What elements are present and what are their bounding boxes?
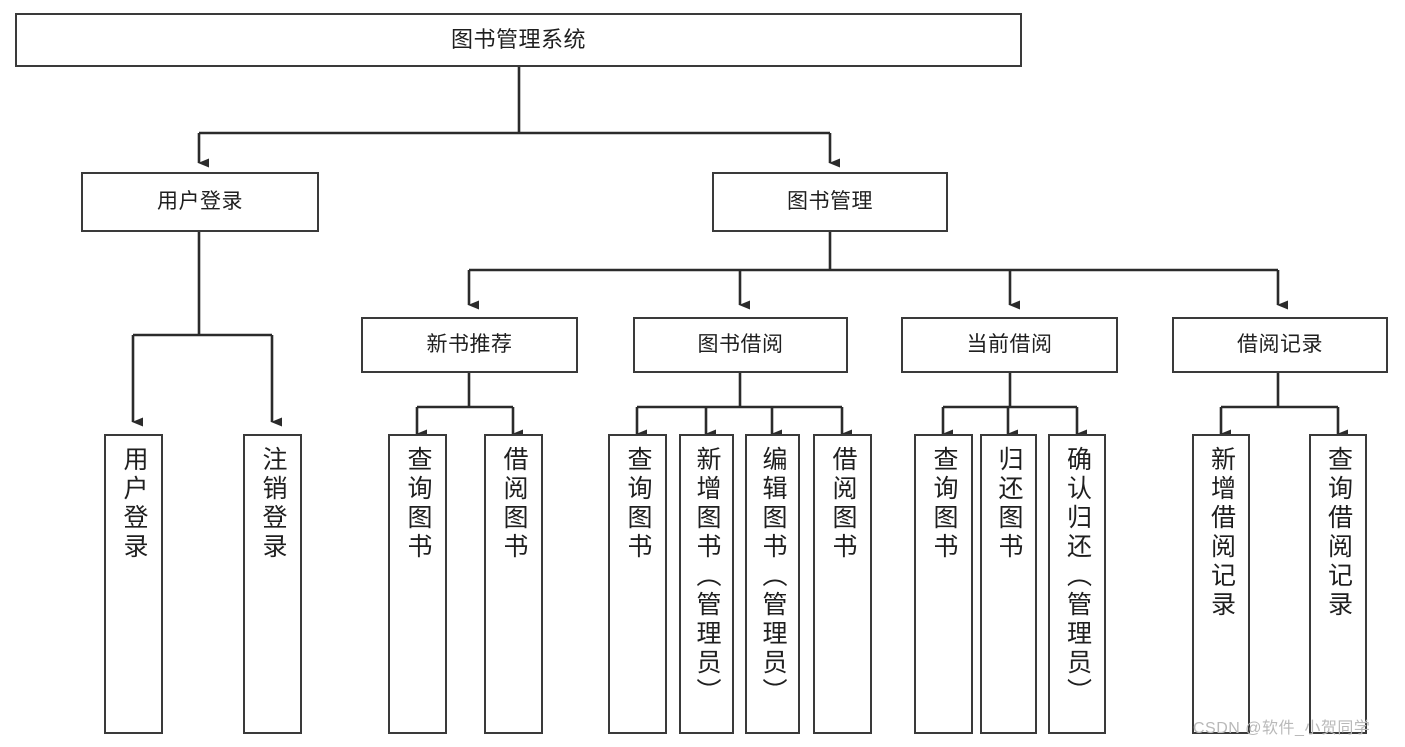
- node-label: 查询借阅记录: [1324, 446, 1353, 620]
- leaf-query-borrow-record[interactable]: 查询借阅记录: [1309, 434, 1367, 734]
- leaf-edit-book-admin[interactable]: 编辑图书（管理员）: [745, 434, 800, 734]
- node-label: 编辑图书（管理员）: [759, 446, 787, 707]
- node-label: 新书推荐: [426, 332, 513, 356]
- node-book-management[interactable]: 图书管理: [712, 172, 948, 232]
- leaf-logout-login[interactable]: 注销登录: [243, 434, 302, 734]
- leaf-add-book-admin[interactable]: 新增图书（管理员）: [679, 434, 734, 734]
- node-label: 查询图书: [930, 446, 958, 562]
- node-label: 归还图书: [995, 446, 1023, 562]
- node-label: 当前借阅: [966, 332, 1053, 356]
- leaf-borrow-book[interactable]: 借阅图书: [813, 434, 872, 734]
- leaf-user-login[interactable]: 用户登录: [104, 434, 163, 734]
- node-label: 用户登录: [120, 446, 148, 562]
- node-root-system[interactable]: 图书管理系统: [15, 13, 1022, 67]
- node-label: 注销登录: [259, 446, 287, 562]
- leaf-borrow-book-recommend[interactable]: 借阅图书: [484, 434, 543, 734]
- node-borrow-record[interactable]: 借阅记录: [1172, 317, 1388, 373]
- leaf-query-book-recommend[interactable]: 查询图书: [388, 434, 447, 734]
- leaf-add-borrow-record[interactable]: 新增借阅记录: [1192, 434, 1250, 734]
- node-user-login[interactable]: 用户登录: [81, 172, 319, 232]
- node-label: 用户登录: [157, 189, 243, 213]
- node-label: 新增借阅记录: [1207, 446, 1236, 620]
- node-label: 借阅记录: [1237, 332, 1323, 356]
- node-label: 图书管理: [787, 189, 873, 213]
- leaf-return-book[interactable]: 归还图书: [980, 434, 1037, 734]
- node-label: 图书管理系统: [450, 27, 586, 53]
- node-label: 借阅图书: [500, 446, 528, 562]
- node-book-borrow[interactable]: 图书借阅: [633, 317, 848, 373]
- node-current-borrow[interactable]: 当前借阅: [901, 317, 1118, 373]
- csdn-watermark: CSDN @软件_小贺同学: [1193, 720, 1371, 737]
- node-label: 借阅图书: [829, 446, 857, 562]
- node-label: 查询图书: [404, 446, 432, 562]
- node-label: 图书借阅: [697, 332, 784, 356]
- leaf-query-book-current[interactable]: 查询图书: [914, 434, 973, 734]
- node-new-book-recommend[interactable]: 新书推荐: [361, 317, 578, 373]
- leaf-confirm-return-admin[interactable]: 确认归还（管理员）: [1048, 434, 1106, 734]
- node-label: 新增图书（管理员）: [693, 446, 721, 707]
- node-label: 确认归还（管理员）: [1063, 446, 1092, 707]
- node-label: 查询图书: [624, 446, 652, 562]
- leaf-query-book-borrow[interactable]: 查询图书: [608, 434, 667, 734]
